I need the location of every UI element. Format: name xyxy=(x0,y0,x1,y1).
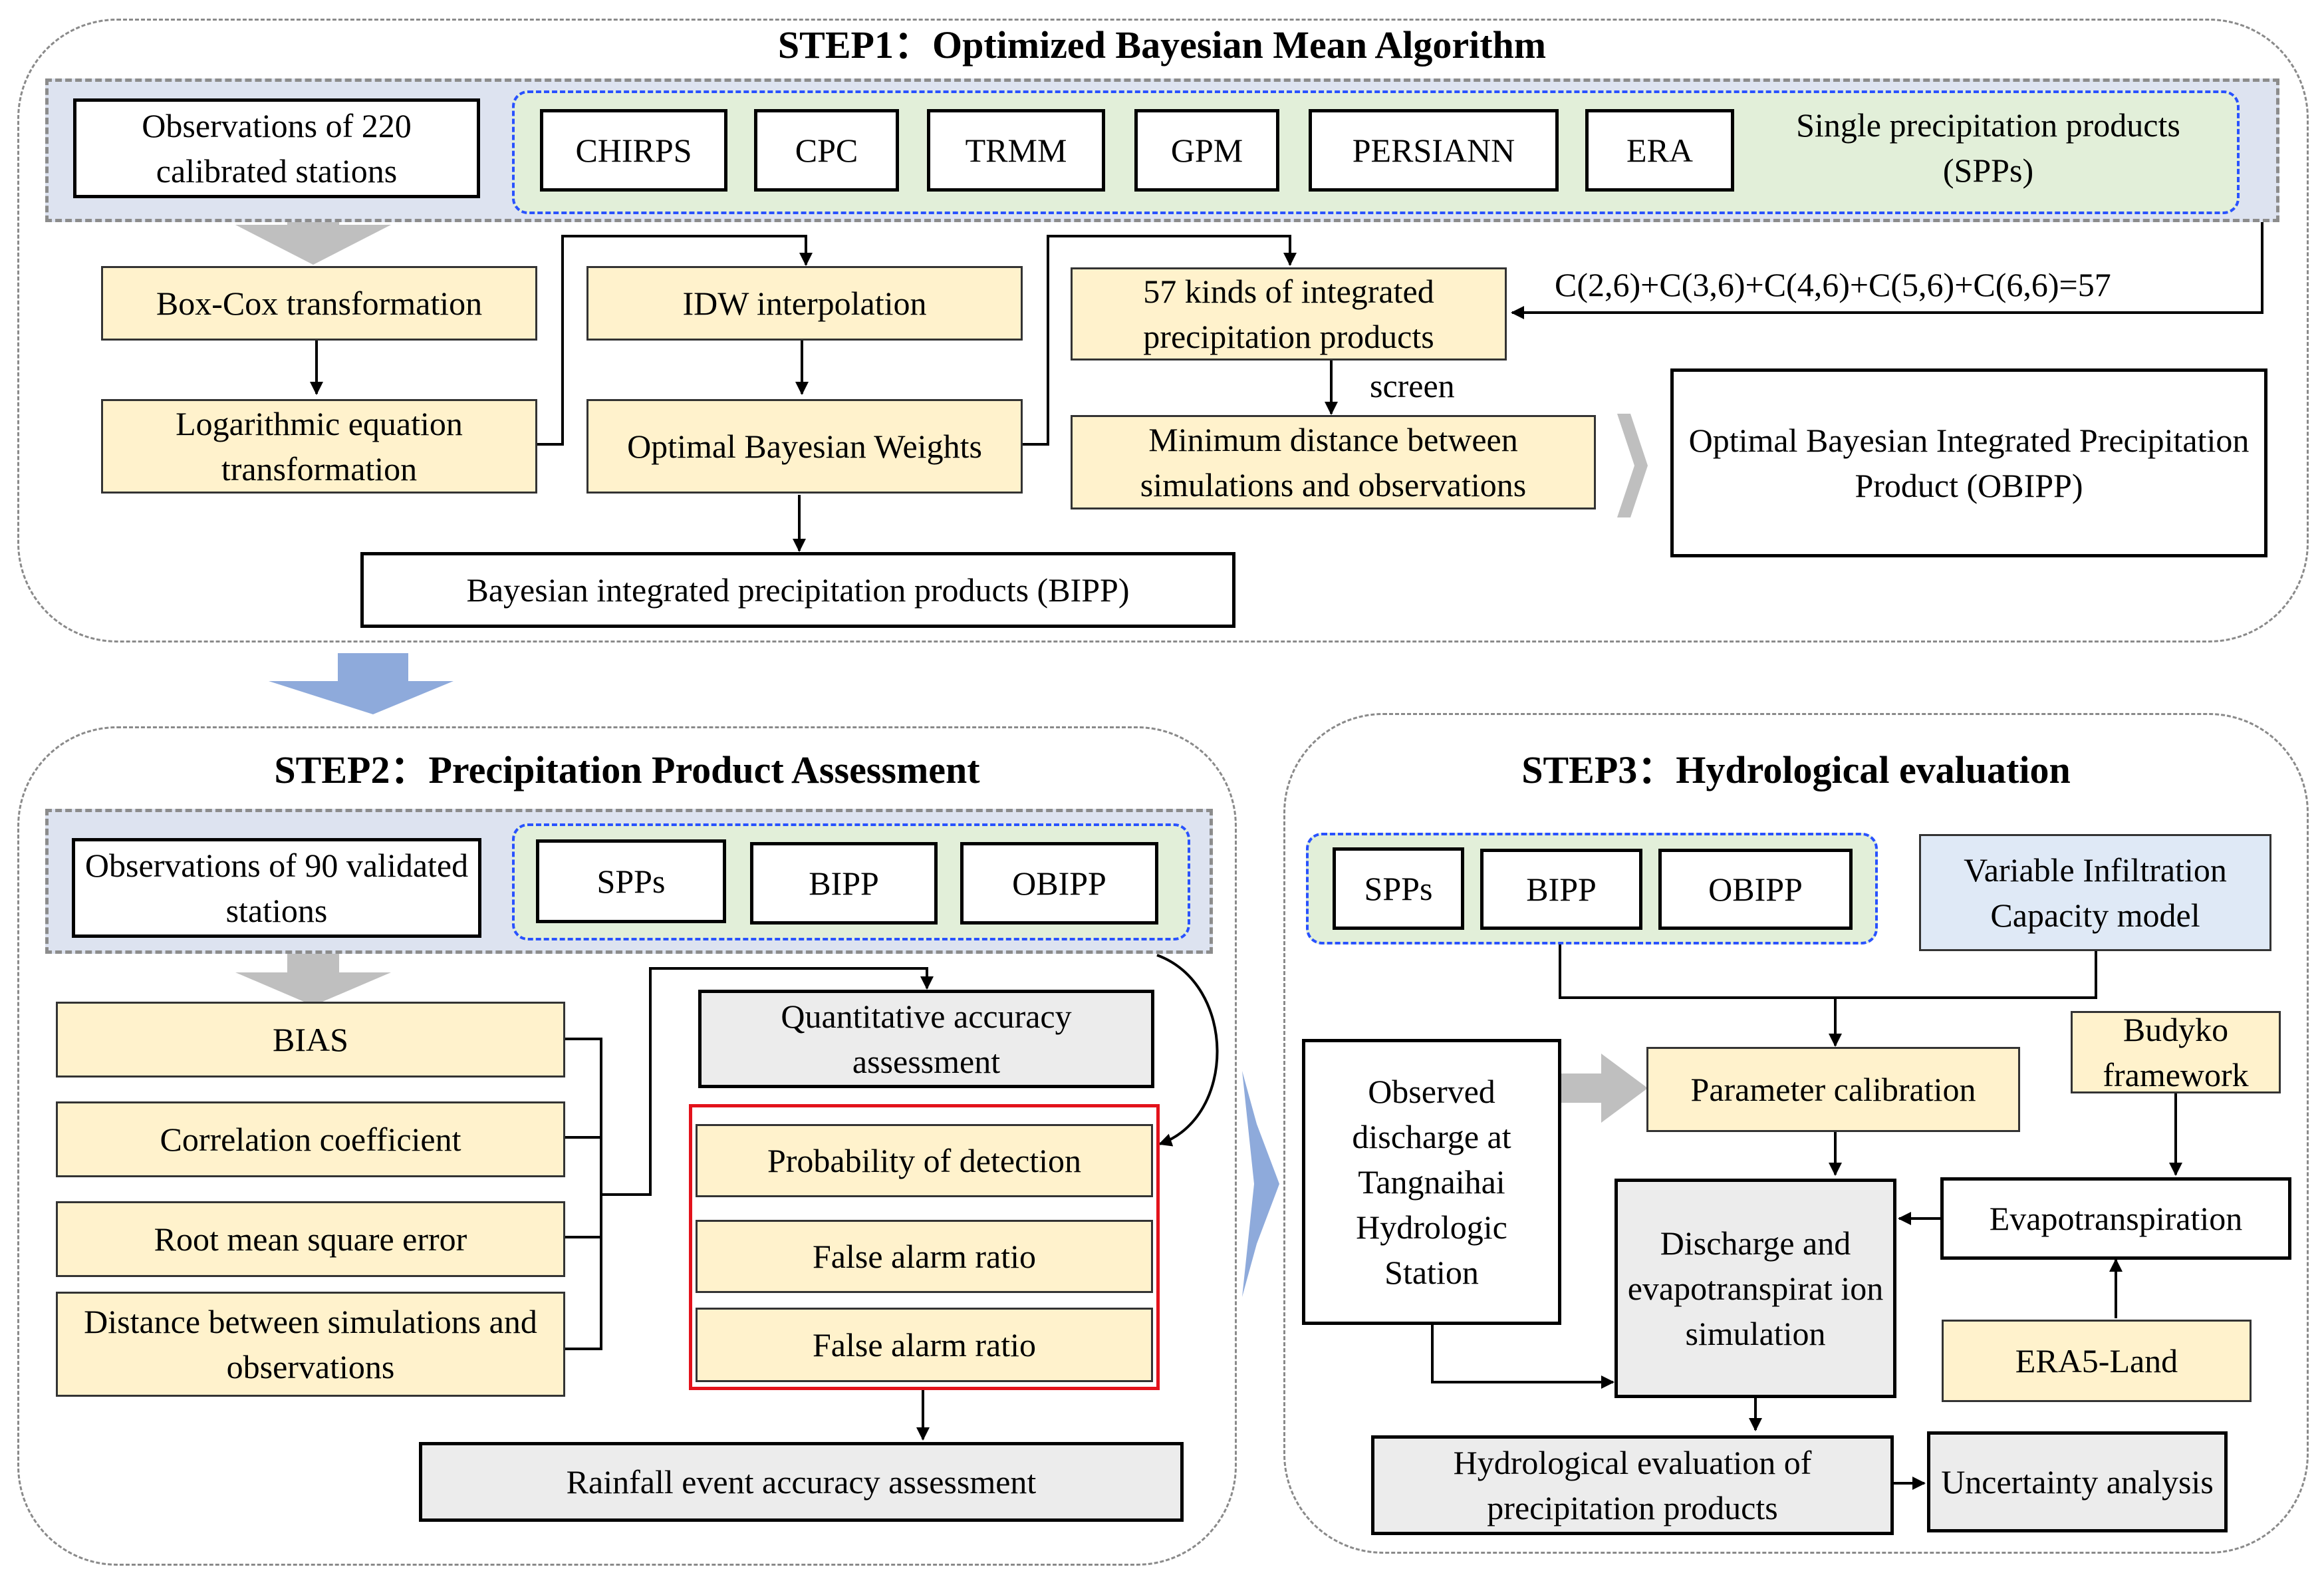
step1-panel xyxy=(17,19,2309,643)
spp-persiann-box: PERSIANN xyxy=(1309,109,1559,192)
arrow-weights-to-57 xyxy=(1023,235,1297,446)
step3-title: STEP3：Hydrological evaluation xyxy=(1521,748,2071,791)
observations-90-box: Observations of 90 validated stations xyxy=(72,838,481,938)
combination-formula: C(2,6)+C(3,6)+C(4,6)+C(5,6)+C(6,6)=57 xyxy=(1555,266,2111,303)
budyko-box: Budyko framework xyxy=(2071,1011,2281,1093)
bias-box: BIAS xyxy=(56,1002,565,1077)
arrow-inputs-to-calibration xyxy=(1559,944,2097,1046)
step2-panel xyxy=(17,726,1237,1566)
step1-title: STEP1：Optimized Bayesian Mean Algorithm xyxy=(777,23,1547,67)
blue-arrow-step1-to-step2 xyxy=(269,653,453,714)
gray-arrow-to-obipp xyxy=(1617,414,1648,517)
idw-box: IDW interpolation xyxy=(586,266,1023,341)
rainfall-event-box: Rainfall event accuracy assessment xyxy=(419,1442,1184,1522)
arrow-quantitative-to-events xyxy=(1156,954,1219,1147)
event-metrics-frame xyxy=(689,1104,1160,1390)
step3-obipp-box: OBIPP xyxy=(1658,849,1853,930)
distance-box: Distance between simulations and observa… xyxy=(56,1292,565,1397)
era5-land-box: ERA5-Land xyxy=(1942,1320,2252,1402)
step3-panel xyxy=(1283,713,2309,1554)
uncertainty-box: Uncertainty analysis xyxy=(1927,1431,2228,1532)
spp-era-box: ERA xyxy=(1585,109,1734,192)
rmse-box: Root mean square error xyxy=(56,1201,565,1277)
false-alarm-box-2: False alarm ratio xyxy=(696,1308,1153,1382)
blue-arrow-step2-to-step3 xyxy=(1242,1071,1279,1297)
arrow-log-to-idw xyxy=(536,235,813,446)
spp-chirps-box: CHIRPS xyxy=(540,109,727,192)
spp-group-label: Single precipitation products (SPPs) xyxy=(1796,106,2180,189)
false-alarm-box-1: False alarm ratio xyxy=(696,1220,1153,1293)
observed-discharge-box: Observed discharge at Tangnaihai Hydrolo… xyxy=(1302,1039,1561,1325)
step3-spps-box: SPPs xyxy=(1333,847,1464,930)
quantitative-box: Quantitative accuracy assessment xyxy=(698,990,1154,1088)
box-cox-box: Box-Cox transformation xyxy=(101,266,537,341)
step2-title: STEP2：Precipitation Product Assessment xyxy=(274,748,980,791)
correlation-box: Correlation coefficient xyxy=(56,1101,565,1177)
probability-detection-box: Probability of detection xyxy=(696,1124,1153,1197)
step2-obipp-box: OBIPP xyxy=(960,842,1158,925)
gray-arrow-obs-down xyxy=(235,205,391,265)
spp-gpm-box: GPM xyxy=(1134,109,1279,192)
optimal-weights-box: Optimal Bayesian Weights xyxy=(586,399,1023,494)
vic-model-box: Variable Infiltration Capacity model xyxy=(1919,834,2271,951)
step2-spps-box: SPPs xyxy=(536,839,726,923)
screen-label: screen xyxy=(1370,367,1455,404)
parameter-calibration-box: Parameter calibration xyxy=(1646,1047,2020,1132)
obipp-box: Optimal Bayesian Integrated Precipitatio… xyxy=(1670,368,2267,557)
step2-bipp-box: BIPP xyxy=(750,842,938,925)
arrow-observed-to-simulation xyxy=(1431,1325,1614,1389)
arrow-metrics-to-quantitative xyxy=(601,967,934,1196)
spp-trmm-box: TRMM xyxy=(927,109,1105,192)
gray-arrow-observed-to-calibration xyxy=(1552,1054,1648,1123)
log-equation-box: Logarithmic equation transformation xyxy=(101,399,537,494)
evapotranspiration-box: Evapotranspiration xyxy=(1940,1177,2291,1260)
gray-arrow-obs90-down xyxy=(235,952,391,1006)
min-distance-box: Minimum distance between simulations and… xyxy=(1071,415,1596,509)
step3-bipp-box: BIPP xyxy=(1480,849,1642,930)
observations-220-box: Observations of 220 calibrated stations xyxy=(73,98,480,198)
bipp-box: Bayesian integrated precipitation produc… xyxy=(360,552,1235,628)
simulation-box: Discharge and evapotranspirat ion simula… xyxy=(1614,1179,1896,1398)
hydrological-evaluation-box: Hydrological evaluation of precipitation… xyxy=(1371,1435,1894,1535)
spp-cpc-box: CPC xyxy=(754,109,899,192)
kinds-57-box: 57 kinds of integrated precipitation pro… xyxy=(1071,267,1507,360)
